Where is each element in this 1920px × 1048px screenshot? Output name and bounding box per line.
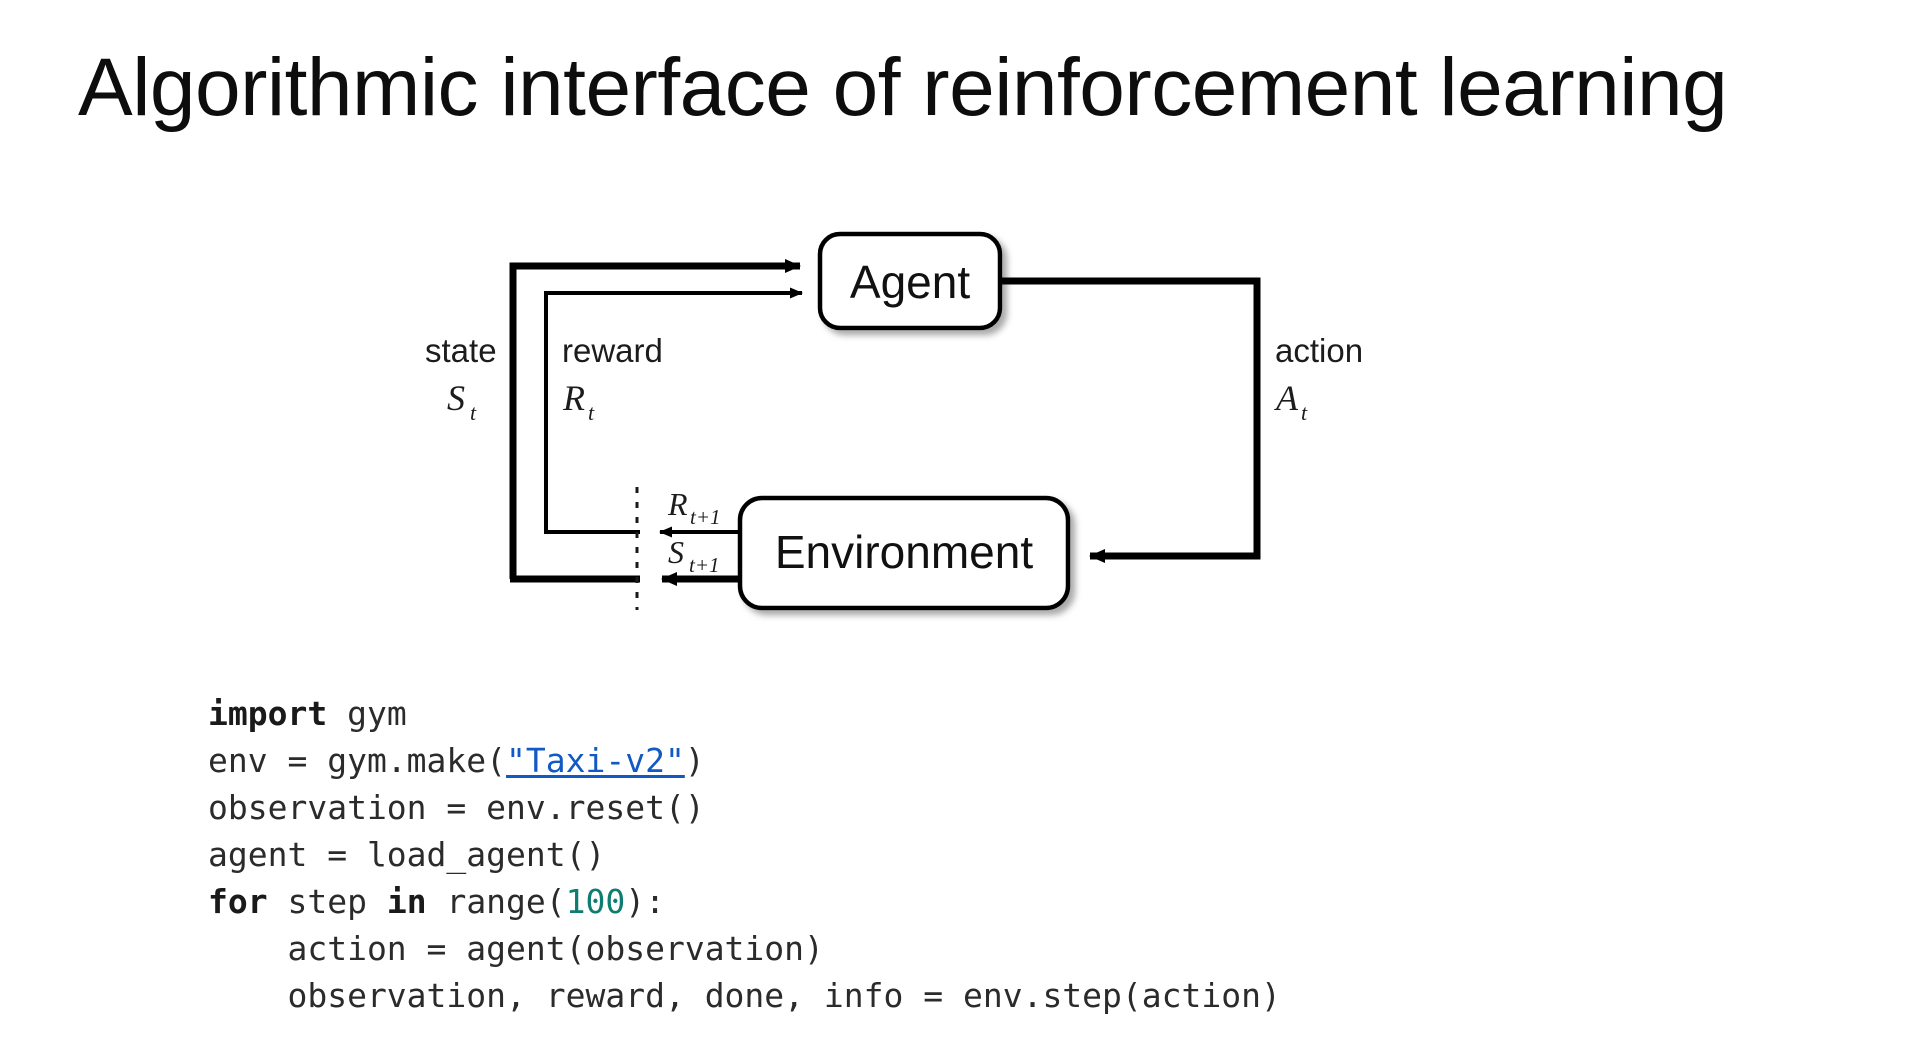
state-label-word: state xyxy=(425,332,497,369)
code-text: range( xyxy=(426,882,566,921)
reward-label-symbol: R t xyxy=(562,378,595,425)
code-text: observation, reward, done, info = env.st… xyxy=(208,976,1281,1015)
next-state-label: S t+1 xyxy=(668,534,720,577)
rl-loop-svg: Agent Environment xyxy=(425,231,1363,611)
state-arrow-path xyxy=(509,259,801,579)
code-line: observation = env.reset() xyxy=(208,784,1281,831)
code-text: agent = load_agent() xyxy=(208,835,606,874)
code-text: env = gym.make( xyxy=(208,741,507,780)
code-text: ): xyxy=(625,882,666,921)
environment-label: Environment xyxy=(775,526,1033,578)
code-text: observation = env.reset() xyxy=(208,788,705,827)
action-edge xyxy=(1000,277,1261,563)
taxi-v2-link[interactable]: "Taxi-v2" xyxy=(506,741,685,780)
code-text: action = agent(observation) xyxy=(208,929,824,968)
reward-symbol-subscript: t xyxy=(588,400,595,425)
next-state-symbol-glyph: S xyxy=(668,534,684,570)
code-keyword: import xyxy=(208,694,328,733)
action-arrow-path xyxy=(1000,277,1261,563)
state-label-symbol: S t xyxy=(447,378,477,425)
code-text: step xyxy=(267,882,387,921)
code-line: agent = load_agent() xyxy=(208,831,1281,878)
action-symbol-glyph: A xyxy=(1274,378,1299,418)
action-label-word: action xyxy=(1275,332,1363,369)
rl-loop-diagram: Agent Environment xyxy=(0,210,1500,630)
state-symbol-subscript: t xyxy=(470,400,477,425)
action-symbol-subscript: t xyxy=(1301,400,1308,425)
reward-edge xyxy=(544,287,803,532)
code-text: ) xyxy=(684,741,705,780)
code-keyword: for xyxy=(208,882,268,921)
next-reward-label: R t+1 xyxy=(667,486,721,529)
agent-label: Agent xyxy=(850,256,970,308)
code-line: observation, reward, done, info = env.st… xyxy=(208,972,1281,1019)
reward-label-word: reward xyxy=(562,332,663,369)
code-line: for step in range(100): xyxy=(208,878,1281,925)
next-reward-symbol-subscript: t+1 xyxy=(690,505,721,529)
next-state-symbol-subscript: t+1 xyxy=(689,553,720,577)
code-text: gym xyxy=(327,694,407,733)
feedback-legs xyxy=(510,530,640,583)
environment-node: Environment xyxy=(737,495,1071,611)
next-reward-symbol-glyph: R xyxy=(667,486,688,522)
code-line: action = agent(observation) xyxy=(208,925,1281,972)
code-keyword: in xyxy=(386,882,427,921)
reward-symbol-glyph: R xyxy=(562,378,585,418)
action-label-symbol: A t xyxy=(1274,378,1308,425)
code-number-literal: 100 xyxy=(565,882,626,921)
state-edge xyxy=(509,259,801,579)
agent-node: Agent xyxy=(817,231,1003,331)
code-line: env = gym.make("Taxi-v2") xyxy=(208,737,1281,784)
code-line: import gym xyxy=(208,690,1281,737)
page-title: Algorithmic interface of reinforcement l… xyxy=(78,42,1728,133)
reward-arrow-path xyxy=(544,287,803,532)
environment-box xyxy=(737,495,1071,611)
state-symbol-glyph: S xyxy=(447,378,465,418)
